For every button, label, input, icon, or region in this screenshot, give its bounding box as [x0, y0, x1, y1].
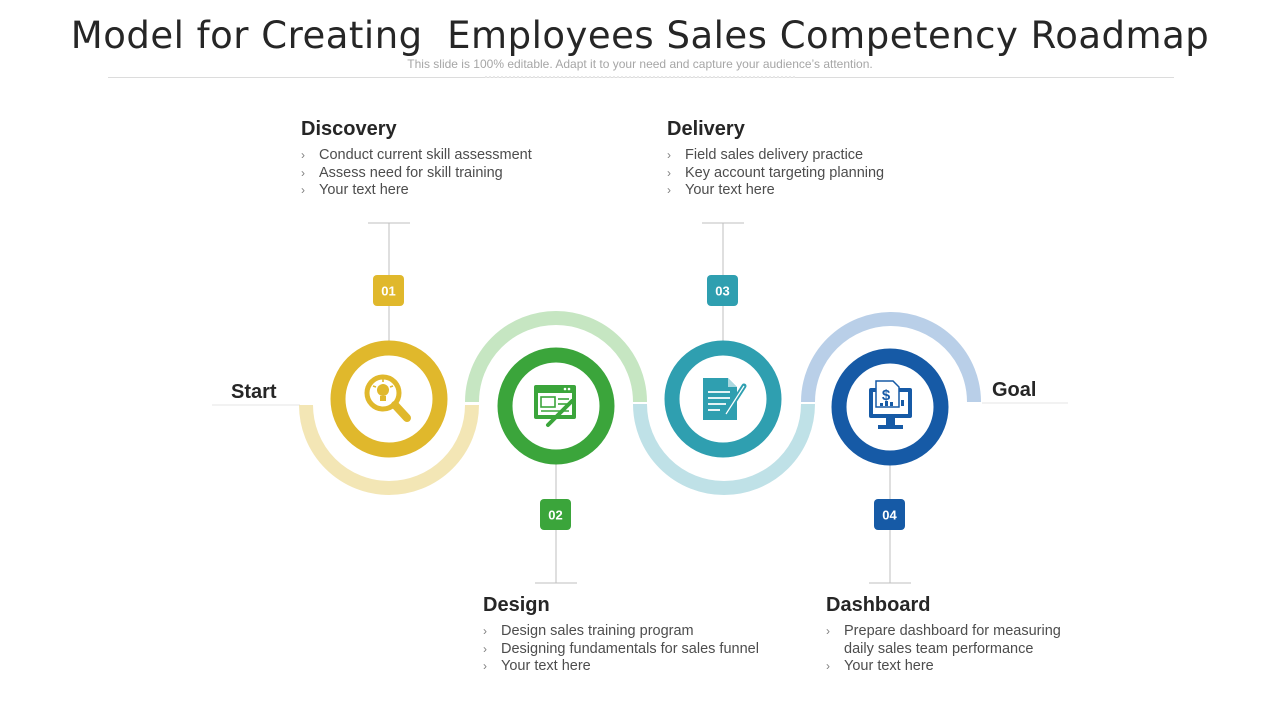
- list-item: Design sales training program: [483, 623, 803, 641]
- step-bullet-list: Conduct current skill assessment Assess …: [301, 147, 621, 200]
- list-item: Field sales delivery practice: [667, 147, 987, 165]
- step-heading: Dashboard: [826, 594, 931, 616]
- list-item: Your text here: [826, 658, 1086, 676]
- badge-number: 01: [381, 284, 395, 299]
- badge-number: 03: [715, 284, 729, 299]
- arc-step-3: [633, 403, 815, 495]
- dollar-symbol: $: [882, 387, 891, 404]
- arc-step-2: [465, 311, 647, 403]
- list-item: Prepare dashboard for measuring daily sa…: [826, 623, 1086, 658]
- step-heading: Design: [483, 594, 550, 616]
- number-badge-3: 03: [707, 275, 738, 306]
- design-board-pen-icon: [534, 385, 576, 427]
- start-label: Start: [231, 381, 277, 403]
- badge-number: 04: [882, 508, 897, 523]
- step-bullet-list: Design sales training program Designing …: [483, 623, 803, 676]
- step-bullet-list: Field sales delivery practice Key accoun…: [667, 147, 987, 200]
- connectors: [368, 222, 911, 584]
- step-block-discovery: Discovery Conduct current skill assessme…: [301, 118, 621, 200]
- slide-subtitle: This slide is 100% editable. Adapt it to…: [407, 57, 873, 71]
- number-badge-4: 04: [874, 499, 905, 530]
- list-item: Conduct current skill assessment: [301, 147, 621, 165]
- slide-title: Model for Creating Employees Sales Compe…: [70, 14, 1210, 57]
- magnifier-lightbulb-icon: [364, 374, 411, 422]
- step-block-design: Design Design sales training program Des…: [483, 594, 803, 676]
- document-pen-icon: [703, 378, 747, 420]
- title-divider-accent: [485, 76, 797, 78]
- arc-step-1: [299, 404, 479, 495]
- step-block-dashboard: Dashboard Prepare dashboard for measurin…: [826, 594, 1086, 676]
- arc-step-4: [801, 312, 981, 403]
- list-item: Your text here: [301, 182, 621, 200]
- goal-label: Goal: [992, 379, 1037, 401]
- step-heading: Delivery: [667, 118, 745, 140]
- step-ring-1: [330, 340, 448, 458]
- number-badge-2: 02: [540, 499, 571, 530]
- badge-number: 02: [548, 508, 562, 523]
- step-heading: Discovery: [301, 118, 397, 140]
- number-badge-1: 01: [373, 275, 404, 306]
- step-block-delivery: Delivery Field sales delivery practice K…: [667, 118, 987, 200]
- list-item: Your text here: [667, 182, 987, 200]
- list-item: Designing fundamentals for sales funnel: [483, 641, 803, 659]
- list-item: Assess need for skill training: [301, 165, 621, 183]
- monitor-dollar-chart-icon: $: [869, 380, 912, 429]
- step-bullet-list: Prepare dashboard for measuring daily sa…: [826, 623, 1086, 676]
- list-item: Your text here: [483, 658, 803, 676]
- list-item: Key account targeting planning: [667, 165, 987, 183]
